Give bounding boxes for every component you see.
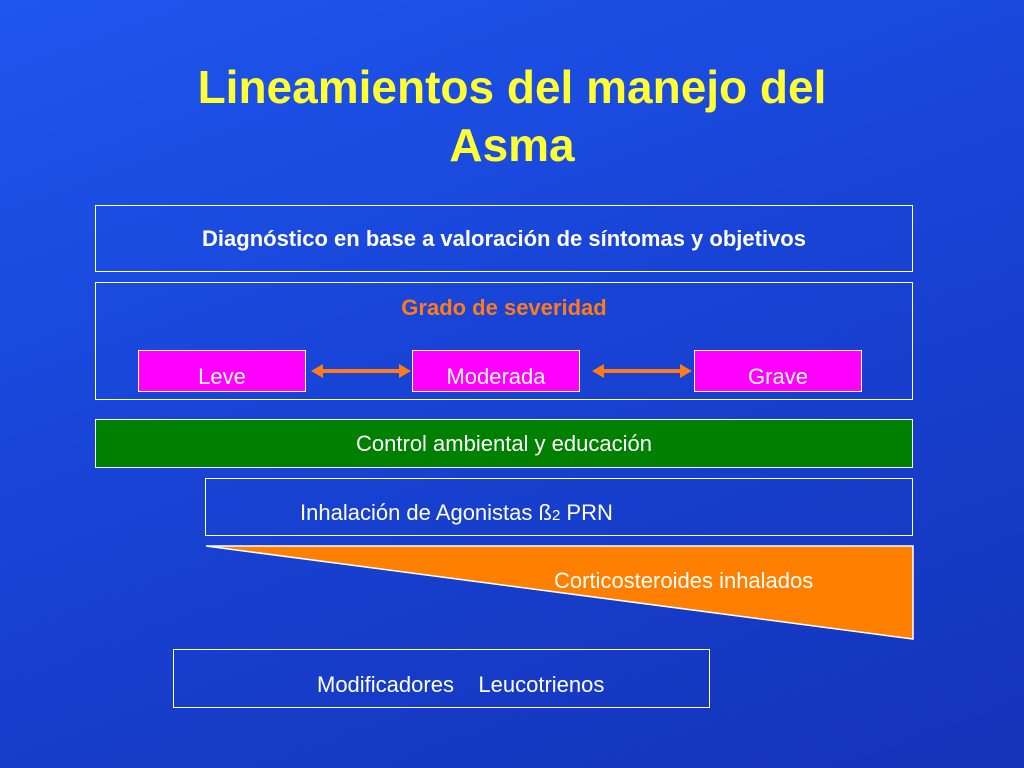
slide-title-line-2: Asma (449, 119, 575, 171)
double-arrow-icon (311, 364, 411, 378)
inhaled-agonists-bar: Inhalación de Agonistas ß2 PRN (205, 478, 913, 536)
prn-text: PRN (560, 500, 613, 525)
leukotriene-modifiers-text: Modificadores Leucotrienos (317, 672, 605, 697)
severity-level-moderate: Moderada (412, 350, 580, 392)
severity-heading: Grado de severidad (401, 295, 607, 320)
beta-subscript: 2 (551, 507, 561, 524)
corticosteroid-wedge (205, 545, 914, 640)
diagnosis-box: Diagnóstico en base a valoración de sínt… (95, 205, 913, 272)
severity-level-mild: Leve (138, 350, 306, 392)
inhaled-agonists-label: Inhalación de Agonistas ß2 PRN (300, 500, 613, 526)
severity-level-severe: Grave (694, 350, 862, 392)
diagnosis-text: Diagnóstico en base a valoración de sínt… (202, 225, 806, 251)
environmental-control-bar: Control ambiental y educación (95, 419, 913, 468)
inhaled-agonists-text: Inhalación de Agonistas ß (300, 500, 552, 525)
severity-panel: Grado de severidad Leve Moderada Grave (95, 282, 913, 400)
corticosteroids-label: Corticosteroides inhalados (554, 568, 814, 593)
double-arrow-icon (592, 364, 692, 378)
slide-title-line-1: Lineamientos del manejo del (197, 61, 827, 113)
environmental-control-text: Control ambiental y educación (356, 430, 652, 456)
leukotriene-modifiers-box: Modificadores Leucotrienos (173, 649, 710, 708)
slide-title: Lineamientos del manejo del Asma (0, 58, 1024, 174)
